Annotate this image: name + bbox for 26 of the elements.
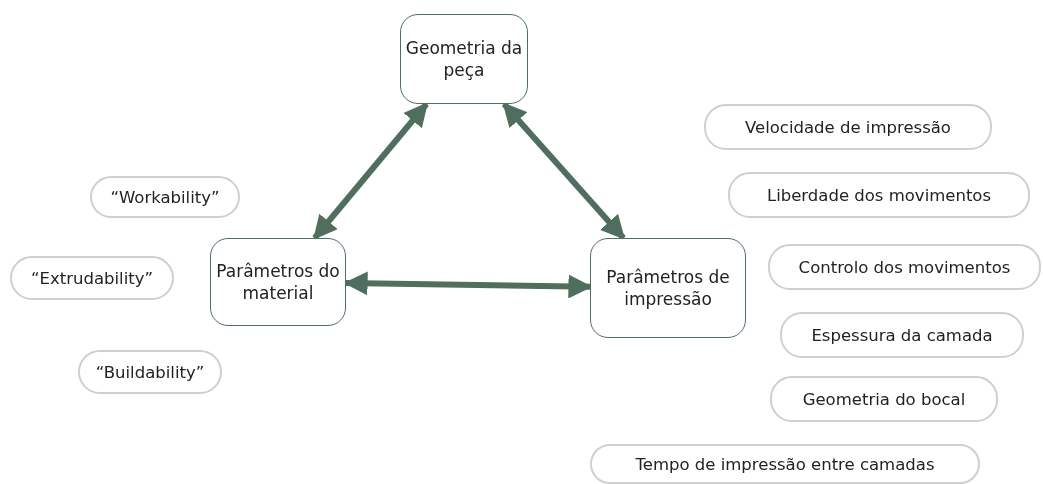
double-arrow: [312, 102, 429, 240]
node-label: Geometria da peça: [405, 36, 523, 82]
node-label: Liberdade dos movimentos: [766, 185, 992, 205]
node-label: Controlo dos movimentos: [798, 257, 1011, 277]
factor-pill: [90, 176, 240, 218]
node-label: “Buildability”: [95, 362, 205, 382]
node-label: Parâmetros do material: [215, 259, 341, 305]
factor-pill: [780, 312, 1024, 358]
factor-pill: [770, 376, 998, 422]
node-label: “Extrudability”: [30, 268, 153, 288]
node-label: Parâmetros de impressão: [605, 265, 731, 311]
node-label: “Workability”: [110, 187, 220, 207]
concept-box: [210, 238, 346, 326]
node-label: Tempo de impressão entre camadas: [635, 454, 935, 474]
node-label: Geometria do bocal: [802, 389, 966, 409]
concept-box: [590, 238, 746, 338]
factor-pill: [10, 256, 174, 300]
concept-box: [400, 14, 528, 104]
factor-pill: [768, 244, 1041, 290]
node-label: Velocidade de impressão: [745, 117, 951, 137]
factor-pill: [728, 172, 1030, 218]
factor-pill: [78, 350, 222, 394]
double-arrow: [501, 102, 626, 240]
factor-pill: [704, 104, 992, 150]
factor-pill: [590, 444, 980, 484]
node-label: Espessura da camada: [811, 325, 993, 345]
